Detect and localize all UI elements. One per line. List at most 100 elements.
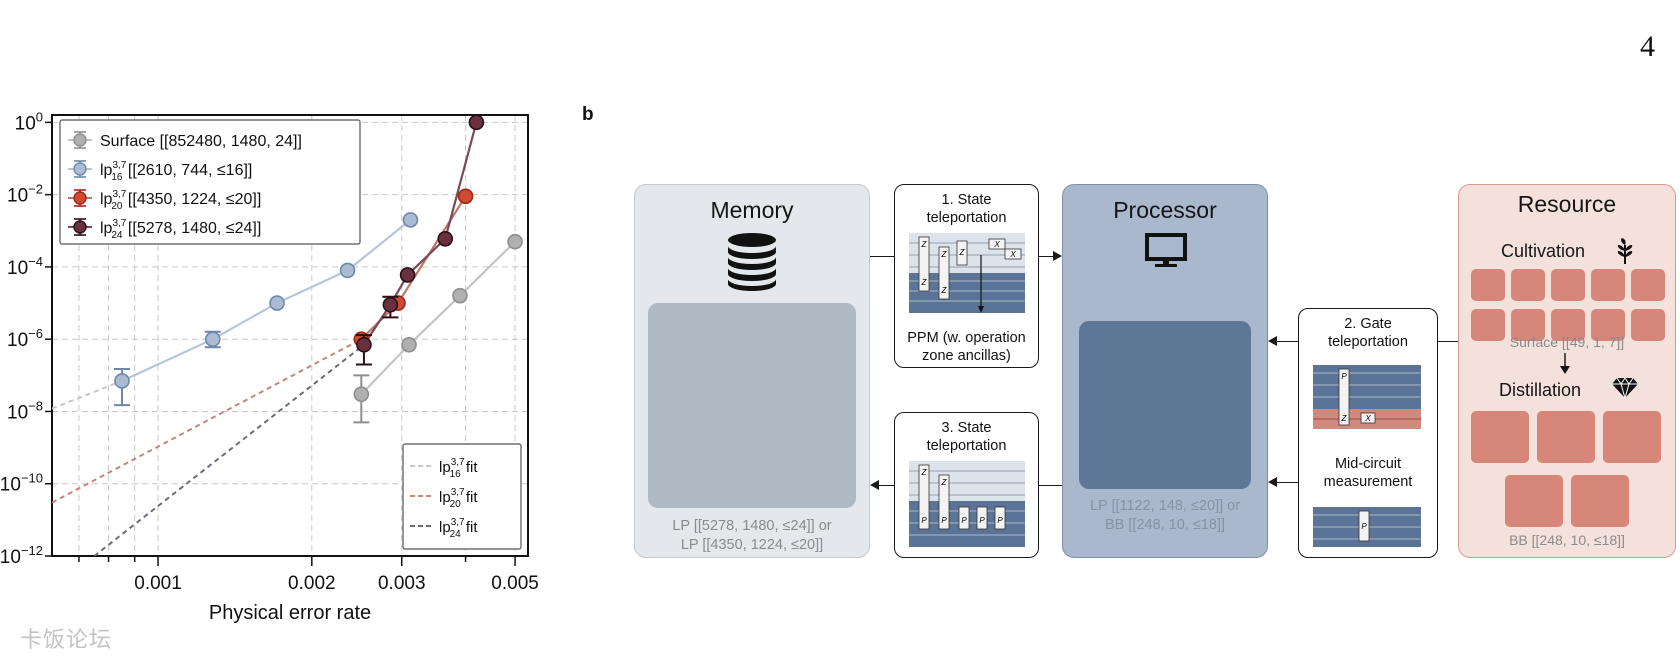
code-patch-tile bbox=[1511, 309, 1545, 341]
connector-line bbox=[878, 485, 894, 487]
code-patch-tile bbox=[1511, 269, 1545, 301]
code-patch-tile bbox=[1571, 475, 1629, 527]
code-patch-tile bbox=[1471, 309, 1505, 341]
memory-caption: LP [[5278, 1480, ≤24]] or LP [[4350, 122… bbox=[635, 517, 869, 555]
gate-label: P bbox=[997, 516, 1003, 525]
legend-box bbox=[59, 119, 361, 245]
data-point bbox=[452, 287, 468, 304]
state-teleportation-1: 1. State teleportation Z Z Z Z Z X X PPM… bbox=[894, 184, 1039, 368]
teleport1-title-line: 1. State bbox=[941, 192, 992, 208]
gate-label: P bbox=[1361, 522, 1367, 531]
gate-circuit: P Z X bbox=[1313, 365, 1421, 429]
data-point bbox=[507, 233, 523, 250]
gate-label: X bbox=[1364, 414, 1371, 423]
y-tick-label: 10−6 bbox=[7, 326, 43, 351]
monitor-icon bbox=[1145, 233, 1187, 267]
processor-block: Processor LP [[1122, 148, ≤20]] or BB [[… bbox=[1062, 184, 1268, 558]
plot-area bbox=[52, 115, 523, 556]
x-tick-label: 0.001 bbox=[134, 573, 182, 594]
arrow-left-icon bbox=[1268, 336, 1277, 346]
teleport3-title: 3. State teleportation bbox=[895, 419, 1038, 455]
data-point bbox=[402, 212, 419, 228]
y-tick-label: 10−4 bbox=[7, 254, 43, 279]
gate-label: P bbox=[921, 516, 927, 525]
panel-label-b: b bbox=[582, 104, 594, 125]
gate-label: Z bbox=[941, 478, 948, 487]
connector-line bbox=[1276, 341, 1298, 343]
teleport3-title-line: 3. State bbox=[941, 420, 992, 436]
fit-line bbox=[52, 379, 123, 410]
distillation-caption: BB [[248, 10, ≤18]] bbox=[1509, 532, 1625, 548]
y-tick-label: 10−10 bbox=[0, 471, 43, 496]
y-tick-label: 10−2 bbox=[7, 182, 43, 207]
data-point bbox=[205, 331, 221, 347]
state-circuit: Z Z P P P P P bbox=[909, 461, 1025, 547]
memory-title: Memory bbox=[710, 197, 794, 223]
memory-block: Memory LP [[5278, 1480, ≤24]] or LP [[43… bbox=[634, 184, 870, 558]
fit-line bbox=[52, 338, 362, 504]
gate-label: Z bbox=[921, 240, 928, 249]
arrow-left-icon bbox=[1268, 477, 1277, 487]
gate-label: P bbox=[1341, 372, 1347, 381]
processor-title: Processor bbox=[1113, 197, 1217, 223]
connector-line bbox=[1438, 341, 1458, 343]
code-patch-tile bbox=[1551, 269, 1585, 301]
code-patch-tile bbox=[1505, 475, 1563, 527]
legend-entry: Surface [[852480, 1480, 24]] bbox=[100, 133, 302, 150]
data-point bbox=[339, 262, 356, 279]
distillation-label: Distillation bbox=[1499, 380, 1582, 400]
connector-line bbox=[1039, 256, 1053, 258]
database-icon bbox=[728, 233, 776, 291]
legend-swatch-marker bbox=[73, 191, 87, 205]
fit-legend-box bbox=[402, 443, 522, 550]
data-point bbox=[353, 386, 370, 403]
data-point bbox=[269, 295, 285, 311]
teleport2-note-line: measurement bbox=[1323, 474, 1413, 490]
teleport1-title-line: teleportation bbox=[926, 210, 1007, 226]
data-point bbox=[399, 267, 416, 283]
processor-caption-line: BB [[248, 10, ≤18]] bbox=[1104, 517, 1225, 533]
teleport2-title-line: 2. Gate bbox=[1344, 316, 1392, 332]
memory-patch bbox=[648, 303, 856, 508]
gate-label: Z bbox=[959, 248, 966, 257]
memory-caption-line: LP [[4350, 1224, ≤20]] bbox=[680, 537, 824, 553]
x-axis-label: Physical error rate bbox=[209, 602, 371, 624]
watermark: 卡饭论坛 bbox=[20, 628, 113, 653]
teleport1-note-line: PPM (w. operation bbox=[907, 330, 1026, 346]
arrow-left-icon bbox=[870, 480, 879, 490]
processor-caption-line: LP [[1122, 148, ≤20]] or bbox=[1089, 498, 1241, 514]
code-patch-tile bbox=[1537, 411, 1595, 463]
gate-label: X bbox=[993, 240, 1000, 249]
teleport1-title: 1. State teleportation bbox=[895, 191, 1038, 227]
legend-swatch-marker bbox=[73, 133, 87, 147]
legend-swatch-marker bbox=[73, 162, 87, 176]
sprout-icon bbox=[1617, 238, 1633, 264]
plot-frame bbox=[51, 114, 529, 557]
gate-teleportation-2: 2. Gate teleportation P Z X Mid-circuit … bbox=[1298, 308, 1438, 558]
resource-title: Resource bbox=[1517, 191, 1617, 217]
code-patch-tile bbox=[1471, 411, 1529, 463]
processor-caption: LP [[1122, 148, ≤20]] or BB [[248, 10, ≤… bbox=[1063, 497, 1267, 535]
gate-label: Z bbox=[941, 250, 948, 259]
series-line bbox=[360, 240, 516, 395]
code-patch-tile bbox=[1471, 269, 1505, 301]
code-patch-tile bbox=[1551, 309, 1585, 341]
y-tick-label: 100 bbox=[15, 109, 43, 134]
data-point bbox=[401, 336, 417, 353]
data-point bbox=[356, 336, 372, 353]
gate-label: X bbox=[1009, 250, 1016, 259]
teleport2-note: Mid-circuit measurement bbox=[1299, 455, 1437, 491]
code-patch-tile bbox=[1591, 309, 1625, 341]
legend-swatch-marker bbox=[73, 220, 87, 234]
teleport1-note: PPM (w. operation zone ancillas) bbox=[895, 329, 1038, 365]
x-tick-label: 0.002 bbox=[288, 573, 336, 594]
gate-label: Z bbox=[921, 278, 928, 287]
y-tick-label: 10−8 bbox=[7, 398, 43, 423]
arrow-right-icon bbox=[1053, 251, 1062, 261]
